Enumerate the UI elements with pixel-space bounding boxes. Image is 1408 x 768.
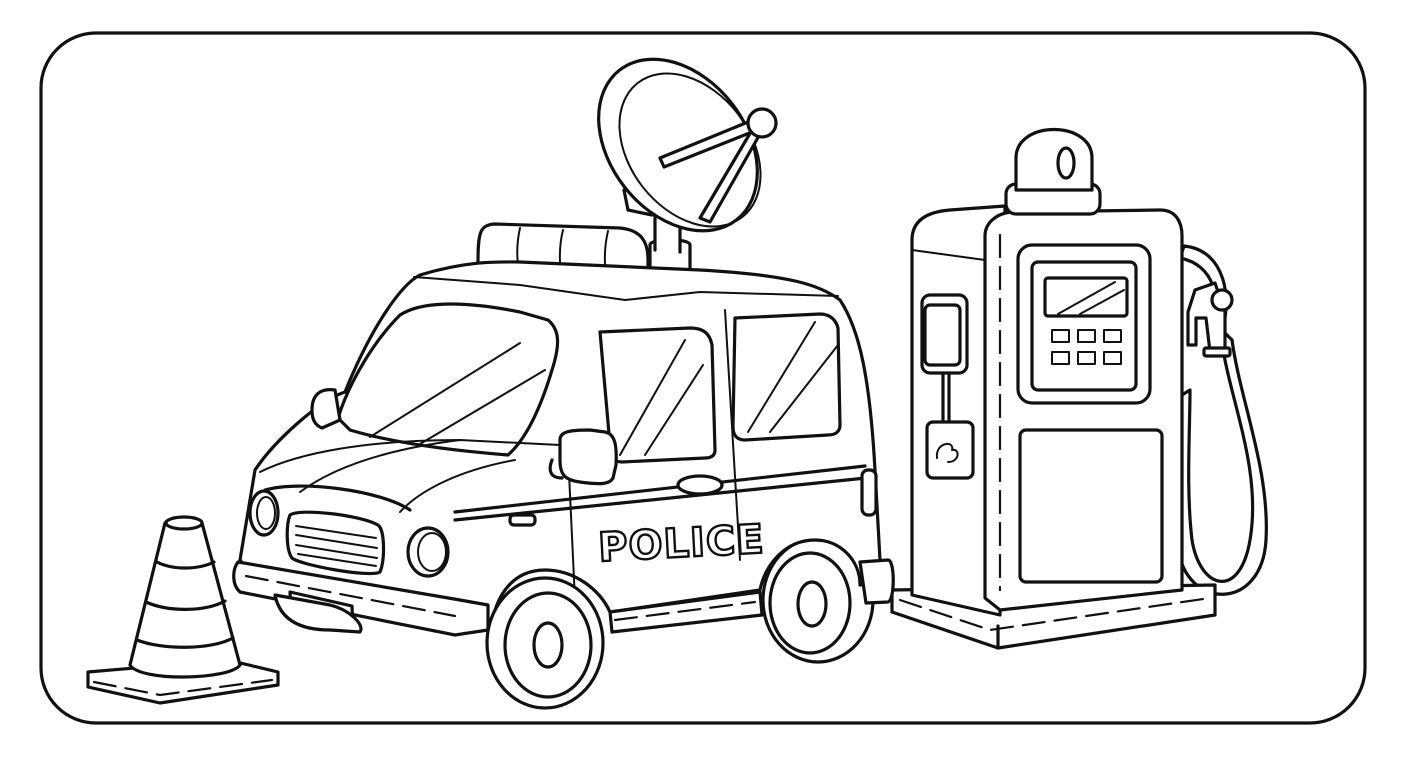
van-door-handle [676,474,724,496]
van-rear-window [731,312,842,442]
pump-card-reader [925,420,975,480]
pump-keypad [1051,329,1122,365]
van-headlight-left [248,489,280,537]
van-windshield [336,302,560,457]
pump-lower-panel [1018,428,1164,584]
van-side-mirror [558,428,618,486]
police-van: POLICE [232,57,895,710]
cone-body [128,516,242,679]
van-police-label: POLICE [597,517,766,572]
van-headlight-right [406,526,450,578]
van-rear-wheel [761,536,875,664]
gas-pump [890,128,1268,650]
van-front-door-window [598,326,717,464]
page-frame [39,31,1367,725]
pump-beacon [1014,128,1094,192]
satellite-dish-icon [597,57,778,278]
van-front-wheel [485,576,605,710]
traffic-cone [86,515,280,705]
